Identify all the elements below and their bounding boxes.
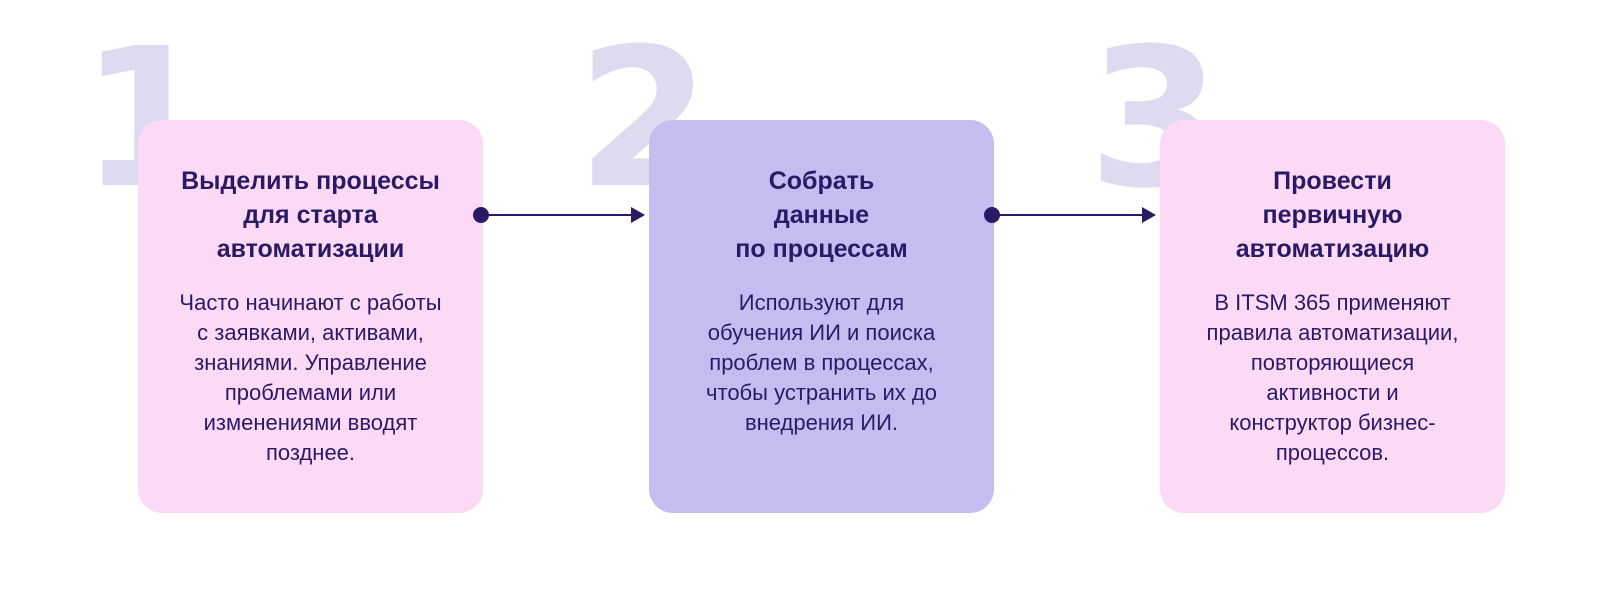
- step-3: 3 Провести первичную автоматизацию В ITS…: [1088, 0, 1505, 615]
- connector-line: [992, 214, 1146, 216]
- step-card: Собрать данные по процессам Используют д…: [649, 120, 994, 513]
- step-title: Провести первичную автоматизацию: [1235, 167, 1430, 263]
- connector-arrow: [984, 207, 1160, 223]
- step-title: Выделить процессы для старта автоматизац…: [181, 167, 440, 263]
- step-description: Используют для обучения ИИ и поиска проб…: [706, 290, 937, 435]
- step-1: 1 Выделить процессы для старта автоматиз…: [80, 0, 483, 615]
- step-description: В ITSM 365 применяют правила автоматизац…: [1206, 290, 1459, 465]
- step-2: 2 Собрать данные по процессам Используют…: [577, 0, 994, 615]
- arrow-head-icon: [631, 207, 645, 223]
- connector-line: [481, 214, 635, 216]
- step-description: Часто начинают с работы с заявками, акти…: [179, 290, 442, 465]
- step-card: Выделить процессы для старта автоматизац…: [138, 120, 483, 513]
- arrow-head-icon: [1142, 207, 1156, 223]
- step-title: Собрать данные по процессам: [735, 167, 908, 263]
- step-card: Провести первичную автоматизацию В ITSM …: [1160, 120, 1505, 513]
- connector-arrow: [473, 207, 649, 223]
